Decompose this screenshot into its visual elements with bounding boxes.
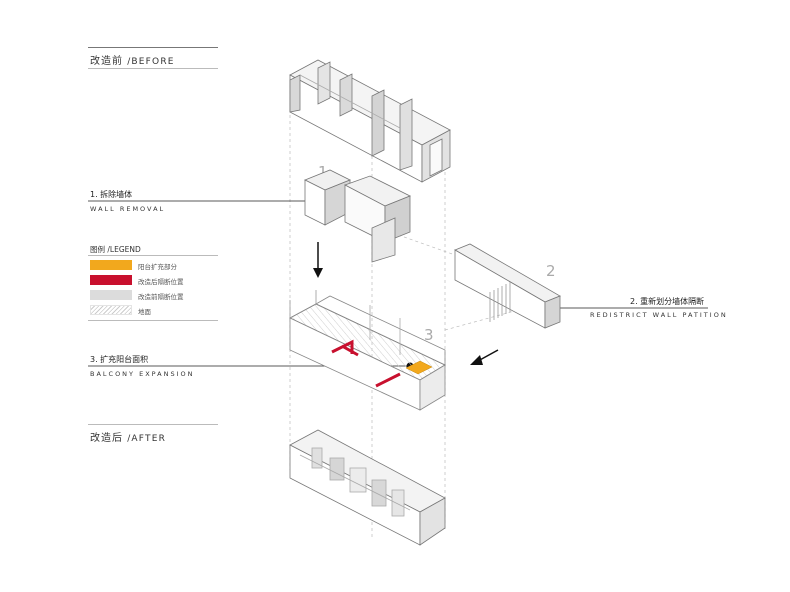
- legend-rule-bottom: [88, 320, 218, 321]
- step2-number: 2: [546, 262, 556, 280]
- before-title: 改造前 /BEFORE: [90, 52, 175, 67]
- legend-label-old-partition: 改造前隔断位置: [138, 293, 184, 301]
- legend-swatch-new-partition: [90, 275, 132, 285]
- before-rule: [88, 47, 218, 48]
- step3-label: 3. 扩充阳台面积: [90, 355, 149, 364]
- new-partitions: [454, 243, 561, 329]
- after-title: 改造后 /AFTER: [90, 429, 166, 444]
- step1-label: 1. 拆除墙体: [90, 190, 133, 199]
- step3-subtitle: BALCONY EXPANSION: [90, 370, 195, 378]
- removed-walls: [304, 169, 411, 263]
- step1-subtitle: WALL REMOVAL: [90, 205, 166, 213]
- legend-label-new-partition: 改造后隔断位置: [138, 278, 184, 286]
- arrow-left-icon: [470, 349, 499, 365]
- legend-label-floor: 地面: [138, 308, 151, 316]
- legend-swatch-balcony: [90, 260, 132, 270]
- step2-label: 2. 重新划分墙体隔断: [630, 297, 705, 306]
- step1-number: 1: [318, 163, 328, 181]
- plan-model: [289, 290, 446, 411]
- legend-rule: [88, 255, 218, 256]
- arrow-down-icon: [313, 242, 323, 278]
- legend-swatch-floor: [90, 305, 132, 315]
- legend-swatch-old-partition: [90, 290, 132, 300]
- after-model: [289, 429, 446, 546]
- balcony-expansion-area: [405, 360, 433, 375]
- before-title-cn: 改造前: [90, 56, 123, 67]
- after-rule: [88, 424, 218, 425]
- before-title-en: /BEFORE: [127, 57, 175, 67]
- new-partition-lines: [331, 339, 401, 388]
- after-title-en: /AFTER: [127, 434, 167, 444]
- legend-title: 图例 /LEGEND: [90, 245, 141, 254]
- legend-label-balcony: 阳台扩充部分: [138, 263, 177, 271]
- before-rule-bottom: [88, 68, 218, 69]
- before-model: [289, 59, 451, 183]
- after-title-cn: 改造后: [90, 433, 123, 444]
- step3-number: 3: [424, 326, 434, 344]
- step2-subtitle: REDISTRICT WALL PATITION: [590, 311, 728, 319]
